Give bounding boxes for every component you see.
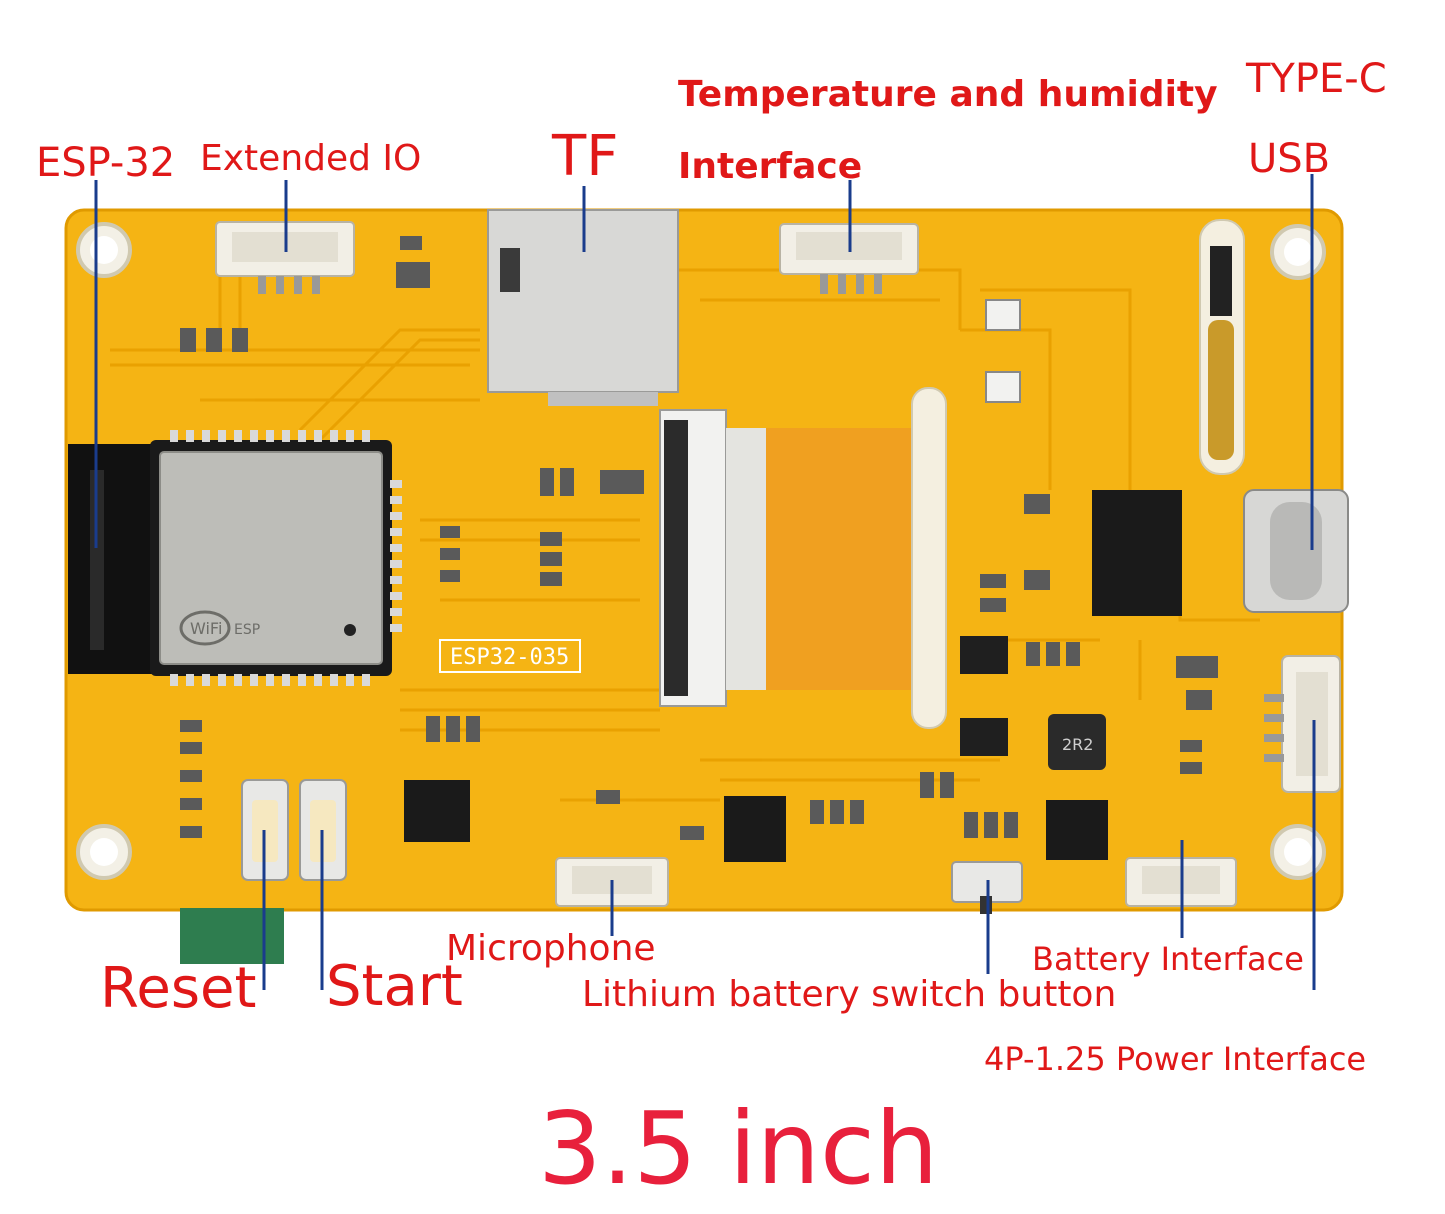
regulator-chip: [960, 718, 1008, 756]
label-microphone: Microphone: [446, 928, 656, 969]
flex-tab: [180, 908, 284, 964]
label-temp-humidity-line2: Interface: [678, 146, 863, 187]
mounting-holes: [76, 222, 1326, 880]
esp32-module: WiFi ESP: [150, 440, 392, 676]
label-typec-line1: TYPE-C: [1246, 56, 1387, 102]
module-esp-text: ESP: [234, 622, 260, 638]
inductor-marking: 2R2: [1062, 735, 1093, 754]
label-battery-interface: Battery Interface: [1032, 940, 1304, 978]
ic-chip: [1092, 490, 1182, 616]
esp32-antenna: [68, 444, 158, 674]
smd-components: [180, 236, 1218, 840]
display-slot: [911, 387, 947, 729]
silkscreen-box: [439, 639, 581, 673]
label-typec-line2: USB: [1248, 136, 1331, 182]
ic-chip: [724, 796, 786, 862]
type-c-port: [1243, 489, 1349, 613]
label-start: Start: [326, 954, 463, 1019]
module-wifi-text: WiFi: [190, 619, 222, 638]
label-size: 3.5 inch: [538, 1090, 939, 1207]
label-esp32: ESP-32: [36, 140, 176, 186]
label-extended-io: Extended IO: [200, 138, 422, 179]
label-reset: Reset: [100, 956, 257, 1021]
label-temp-humidity-line1: Temperature and humidity: [678, 74, 1218, 115]
label-lithium-switch: Lithium battery switch button: [582, 974, 1117, 1015]
silkscreen-model: ESP32-035: [450, 645, 569, 670]
inductor: [1048, 714, 1106, 770]
power-4p-connector: [1264, 655, 1341, 793]
ic-chip: [404, 780, 470, 842]
fpc-display-connector: [659, 409, 944, 707]
ic-chip: [1046, 800, 1108, 860]
regulator-chip: [960, 636, 1008, 674]
wifi-logo: [179, 610, 231, 646]
label-power-interface: 4P-1.25 Power Interface: [984, 1040, 1367, 1078]
leader-lines: [94, 174, 1316, 990]
label-tf: TF: [552, 124, 619, 189]
esp32-pins: [170, 430, 402, 686]
